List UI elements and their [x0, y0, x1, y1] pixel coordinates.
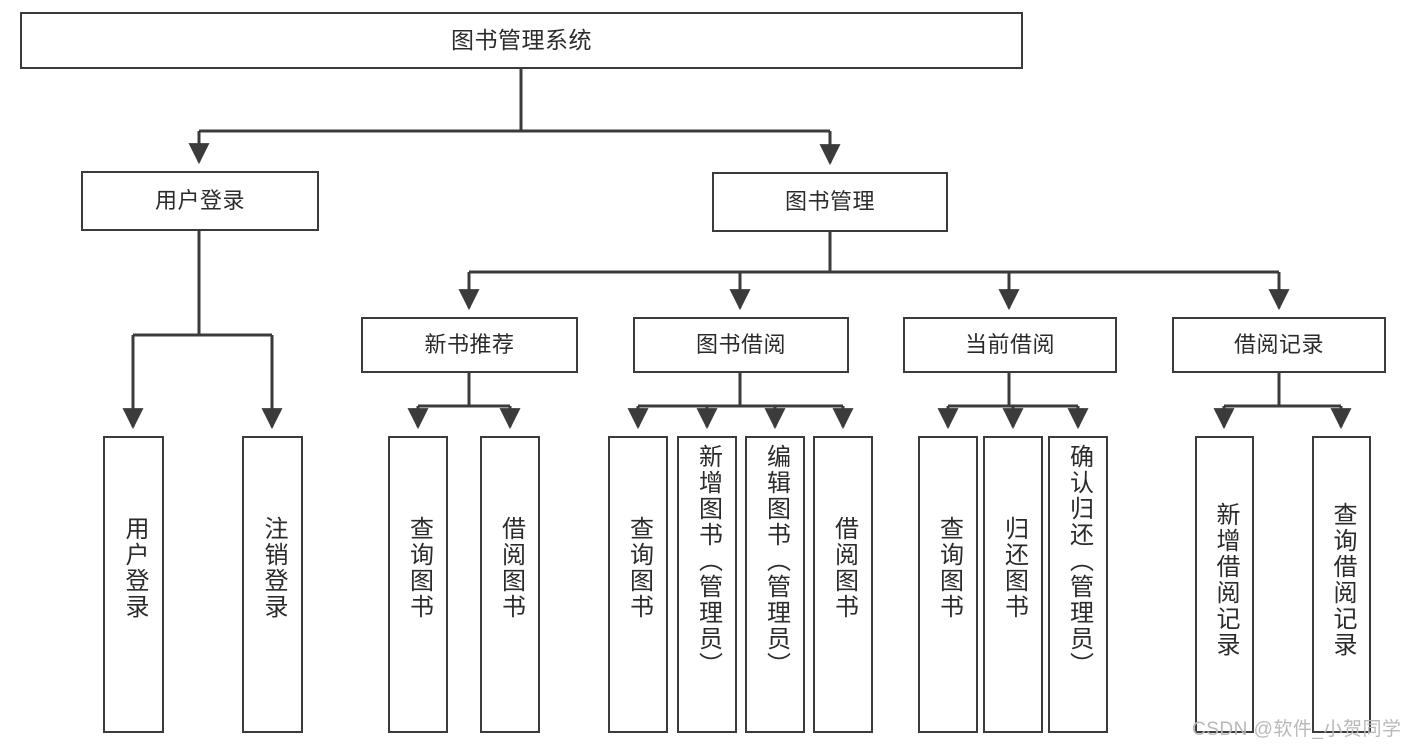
node-leaf-query-record[interactable]: 查询借阅记录 — [1312, 436, 1371, 733]
node-leaf-add-book[interactable]: 新增图书（管理员） — [677, 436, 737, 733]
node-leaf-user-login[interactable]: 用户登录 — [103, 436, 164, 733]
node-leaf-borrow-book-2[interactable]: 借阅图书 — [813, 436, 873, 733]
node-current-borrow[interactable]: 当前借阅 — [903, 317, 1117, 373]
node-leaf-logout-label: 注销登录 — [259, 515, 287, 620]
node-leaf-confirm-return[interactable]: 确认归还（管理员） — [1048, 436, 1108, 733]
node-leaf-logout[interactable]: 注销登录 — [242, 436, 303, 733]
node-leaf-query-book-2[interactable]: 查询图书 — [608, 436, 668, 733]
node-leaf-query-book-1-label: 查询图书 — [405, 515, 433, 620]
node-user-login[interactable]: 用户登录 — [81, 171, 319, 231]
node-root[interactable]: 图书管理系统 — [20, 12, 1023, 69]
node-book-manage-label: 图书管理 — [784, 189, 875, 215]
node-leaf-confirm-return-label: 确认归还（管理员） — [1065, 444, 1093, 678]
node-root-label: 图书管理系统 — [451, 27, 592, 54]
node-new-book-recommend[interactable]: 新书推荐 — [361, 317, 578, 373]
node-leaf-add-book-label: 新增图书（管理员） — [694, 444, 722, 678]
node-book-manage[interactable]: 图书管理 — [712, 172, 948, 232]
node-leaf-query-record-label: 查询借阅记录 — [1328, 501, 1356, 658]
node-current-borrow-label: 当前借阅 — [964, 332, 1055, 358]
node-leaf-query-book-2-label: 查询图书 — [625, 515, 653, 620]
node-leaf-query-book-1[interactable]: 查询图书 — [388, 436, 448, 733]
csdn-watermark: CSDN @软件_小贺同学 — [1192, 719, 1402, 740]
node-leaf-borrow-book-2-label: 借阅图书 — [830, 515, 858, 620]
node-leaf-edit-book-label: 编辑图书（管理员） — [762, 444, 790, 678]
node-book-borrow-label: 图书借阅 — [695, 332, 786, 358]
node-leaf-add-record-label: 新增借阅记录 — [1211, 501, 1239, 658]
node-leaf-user-login-label: 用户登录 — [120, 515, 148, 620]
node-leaf-return-book-label: 归还图书 — [1000, 515, 1028, 620]
node-leaf-edit-book[interactable]: 编辑图书（管理员） — [745, 436, 805, 733]
node-borrow-record-label: 借阅记录 — [1233, 332, 1324, 358]
node-leaf-add-record[interactable]: 新增借阅记录 — [1195, 436, 1254, 733]
node-leaf-return-book[interactable]: 归还图书 — [983, 436, 1043, 733]
node-leaf-borrow-book-1-label: 借阅图书 — [497, 515, 525, 620]
node-user-login-label: 用户登录 — [154, 188, 245, 214]
node-book-borrow[interactable]: 图书借阅 — [633, 317, 849, 373]
node-leaf-query-book-3[interactable]: 查询图书 — [918, 436, 978, 733]
node-new-book-recommend-label: 新书推荐 — [424, 332, 515, 358]
node-borrow-record[interactable]: 借阅记录 — [1172, 317, 1386, 373]
node-leaf-query-book-3-label: 查询图书 — [935, 515, 963, 620]
node-leaf-borrow-book-1[interactable]: 借阅图书 — [480, 436, 540, 733]
